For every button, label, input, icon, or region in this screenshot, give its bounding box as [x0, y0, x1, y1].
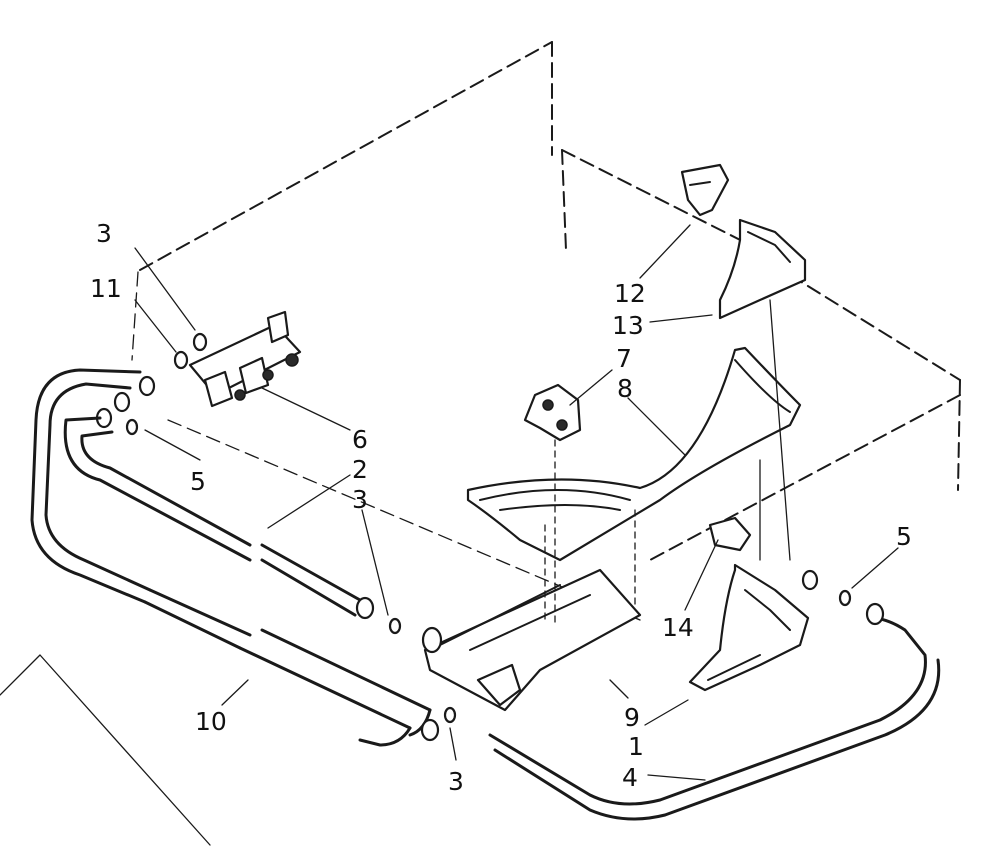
drain-trough [388, 568, 642, 742]
callout-label: 5 [896, 522, 912, 551]
callout-label: 12 [614, 279, 646, 308]
tube-middle [63, 416, 375, 620]
callout-label: 1 [628, 732, 644, 761]
callout-label: 7 [616, 344, 632, 373]
tube-long [30, 368, 432, 747]
callout-label: 2 [352, 455, 368, 484]
leader-lines [134, 224, 899, 781]
callout-labels: 3 11 5 6 2 3 10 3 7 8 12 13 14 9 1 4 5 [90, 219, 912, 796]
callout-label: 6 [352, 425, 368, 454]
fittings-left [95, 332, 208, 436]
callout-label: 4 [622, 763, 638, 792]
callout-label: 14 [662, 613, 694, 642]
callout-label: 3 [448, 767, 464, 796]
callout-label: 10 [195, 707, 227, 736]
upper-guide [718, 218, 807, 561]
callout-label: 5 [190, 467, 206, 496]
callout-label: 3 [96, 219, 112, 248]
latch-part [708, 516, 752, 552]
floor-line [0, 654, 211, 846]
valve-bracket [188, 310, 302, 408]
callout-label: 3 [352, 485, 368, 514]
callout-label: 13 [612, 311, 644, 340]
callout-label: 8 [617, 374, 633, 403]
callout-label: 9 [624, 703, 640, 732]
callout-label: 11 [90, 274, 122, 303]
front-tray [466, 346, 802, 621]
lower-bracket [688, 563, 810, 692]
valve-part [523, 383, 582, 626]
clip-part [680, 163, 730, 217]
tube-bottom-right [488, 569, 941, 821]
